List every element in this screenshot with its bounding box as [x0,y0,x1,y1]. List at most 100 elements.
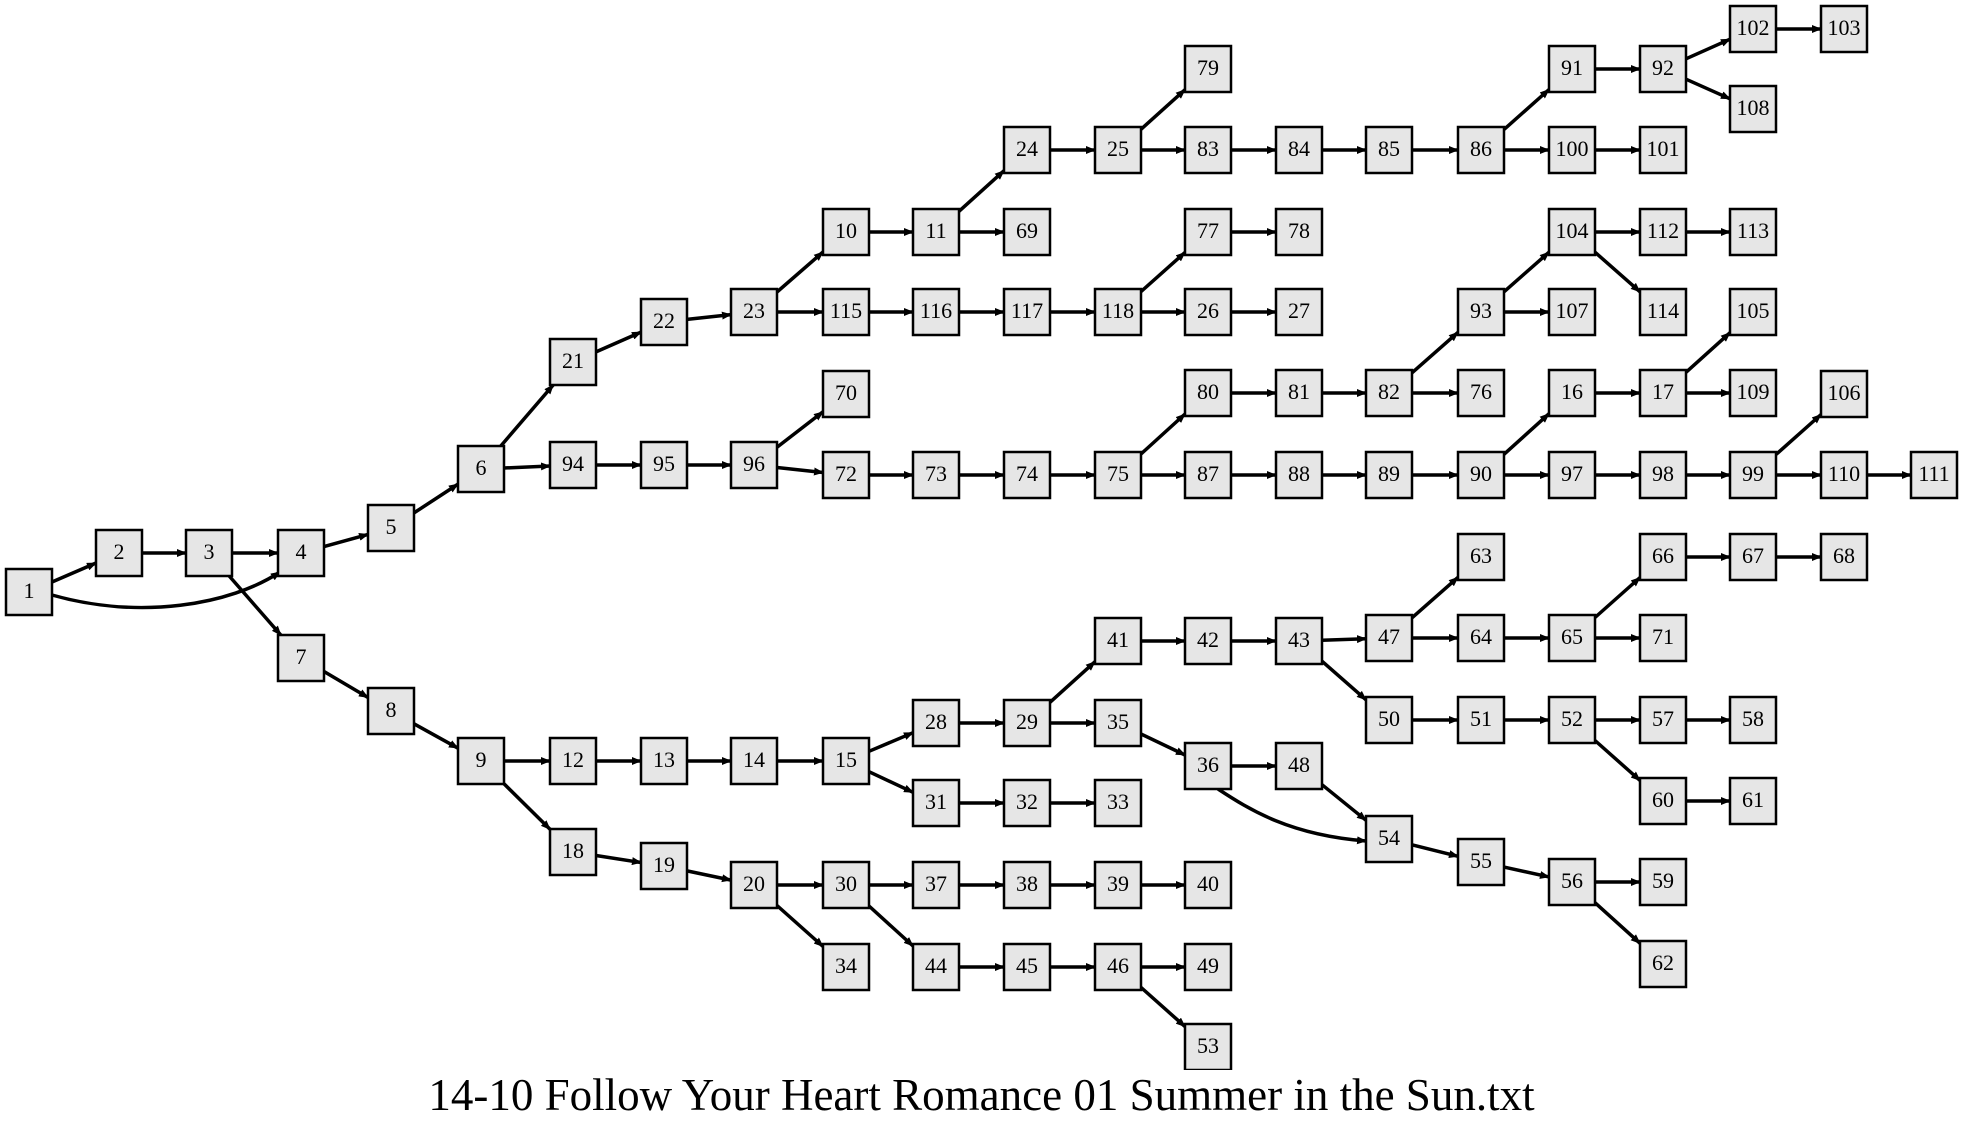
node-box [1547,450,1597,500]
node-label: 71 [1652,624,1674,649]
node-38: 38 [1002,860,1052,910]
edge-75-80 [1139,412,1187,456]
node-box [1638,125,1688,175]
node-label: 66 [1652,543,1674,568]
node-32: 32 [1002,778,1052,828]
node-4: 4 [276,528,326,578]
node-label: 76 [1470,379,1492,404]
node-110: 110 [1819,450,1869,500]
node-box [1002,125,1052,175]
node-box [1183,368,1233,418]
node-88: 88 [1274,450,1324,500]
node-label: 70 [835,380,857,405]
node-label: 27 [1288,298,1310,323]
node-box [1183,450,1233,500]
node-label: 56 [1561,868,1583,893]
node-76: 76 [1456,368,1506,418]
node-116: 116 [911,287,961,337]
node-label: 29 [1016,709,1038,734]
edge-21-22 [595,330,642,354]
node-33: 33 [1093,778,1143,828]
node-box [1274,287,1324,337]
node-20: 20 [729,860,779,910]
node-box [548,827,598,877]
node-box [911,450,961,500]
node-29: 29 [1002,698,1052,748]
node-82: 82 [1364,368,1414,418]
node-box [1093,287,1143,337]
node-box [911,287,961,337]
node-label: 111 [1918,461,1949,486]
node-box [821,369,871,419]
node-label: 28 [925,709,947,734]
node-label: 20 [743,871,765,896]
node-box [1274,741,1324,791]
node-label: 98 [1652,461,1674,486]
node-label: 72 [835,461,857,486]
node-label: 73 [925,461,947,486]
node-box [1364,368,1414,418]
node-box [1819,450,1869,500]
node-box [1002,778,1052,828]
node-106: 106 [1819,369,1869,419]
node-label: 57 [1652,706,1674,731]
node-label: 18 [562,838,584,863]
node-17: 17 [1638,368,1688,418]
node-label: 39 [1107,871,1129,896]
node-39: 39 [1093,860,1143,910]
node-label: 100 [1556,136,1589,161]
node-42: 42 [1183,616,1233,666]
node-label: 32 [1016,789,1038,814]
node-73: 73 [911,450,961,500]
node-25: 25 [1093,125,1143,175]
node-5: 5 [366,503,416,553]
node-label: 4 [296,539,307,564]
node-label: 102 [1737,15,1770,40]
edge-36-54 [1217,787,1367,845]
node-55: 55 [1456,837,1506,887]
node-93: 93 [1456,287,1506,337]
edge-9-18 [502,782,552,831]
edge-4-5 [323,532,369,549]
node-112: 112 [1638,207,1688,257]
node-71: 71 [1638,613,1688,663]
node-box [821,207,871,257]
edge-43-47 [1321,635,1367,644]
node-label: 67 [1742,543,1764,568]
node-box [911,698,961,748]
node-label: 37 [925,871,947,896]
node-box [1728,532,1778,582]
node-box [729,287,779,337]
node-label: 116 [920,298,952,323]
node-label: 58 [1742,706,1764,731]
node-21: 21 [548,337,598,387]
node-86: 86 [1456,125,1506,175]
node-box [1456,450,1506,500]
node-10: 10 [821,207,871,257]
node-13: 13 [639,736,689,786]
edge-43-50 [1320,659,1368,702]
node-label: 107 [1556,298,1589,323]
node-label: 94 [562,451,584,476]
edge-15-28 [868,731,914,753]
node-box [639,841,689,891]
graph-caption: 14-10 Follow Your Heart Romance 01 Summe… [428,1070,1535,1120]
node-box [1638,776,1688,826]
edge-18-19 [595,853,642,866]
edge-layer [51,25,1912,1028]
node-box [1456,695,1506,745]
node-label: 25 [1107,136,1129,161]
node-label: 87 [1197,461,1219,486]
node-box [1728,207,1778,257]
node-115: 115 [821,287,871,337]
node-label: 110 [1828,461,1860,486]
node-label: 2 [114,539,125,564]
node-27: 27 [1274,287,1324,337]
node-label: 81 [1288,379,1310,404]
node-94: 94 [548,440,598,490]
node-box [548,736,598,786]
node-box [1547,613,1597,663]
node-box [1728,287,1778,337]
node-label: 51 [1470,706,1492,731]
node-box [1274,450,1324,500]
